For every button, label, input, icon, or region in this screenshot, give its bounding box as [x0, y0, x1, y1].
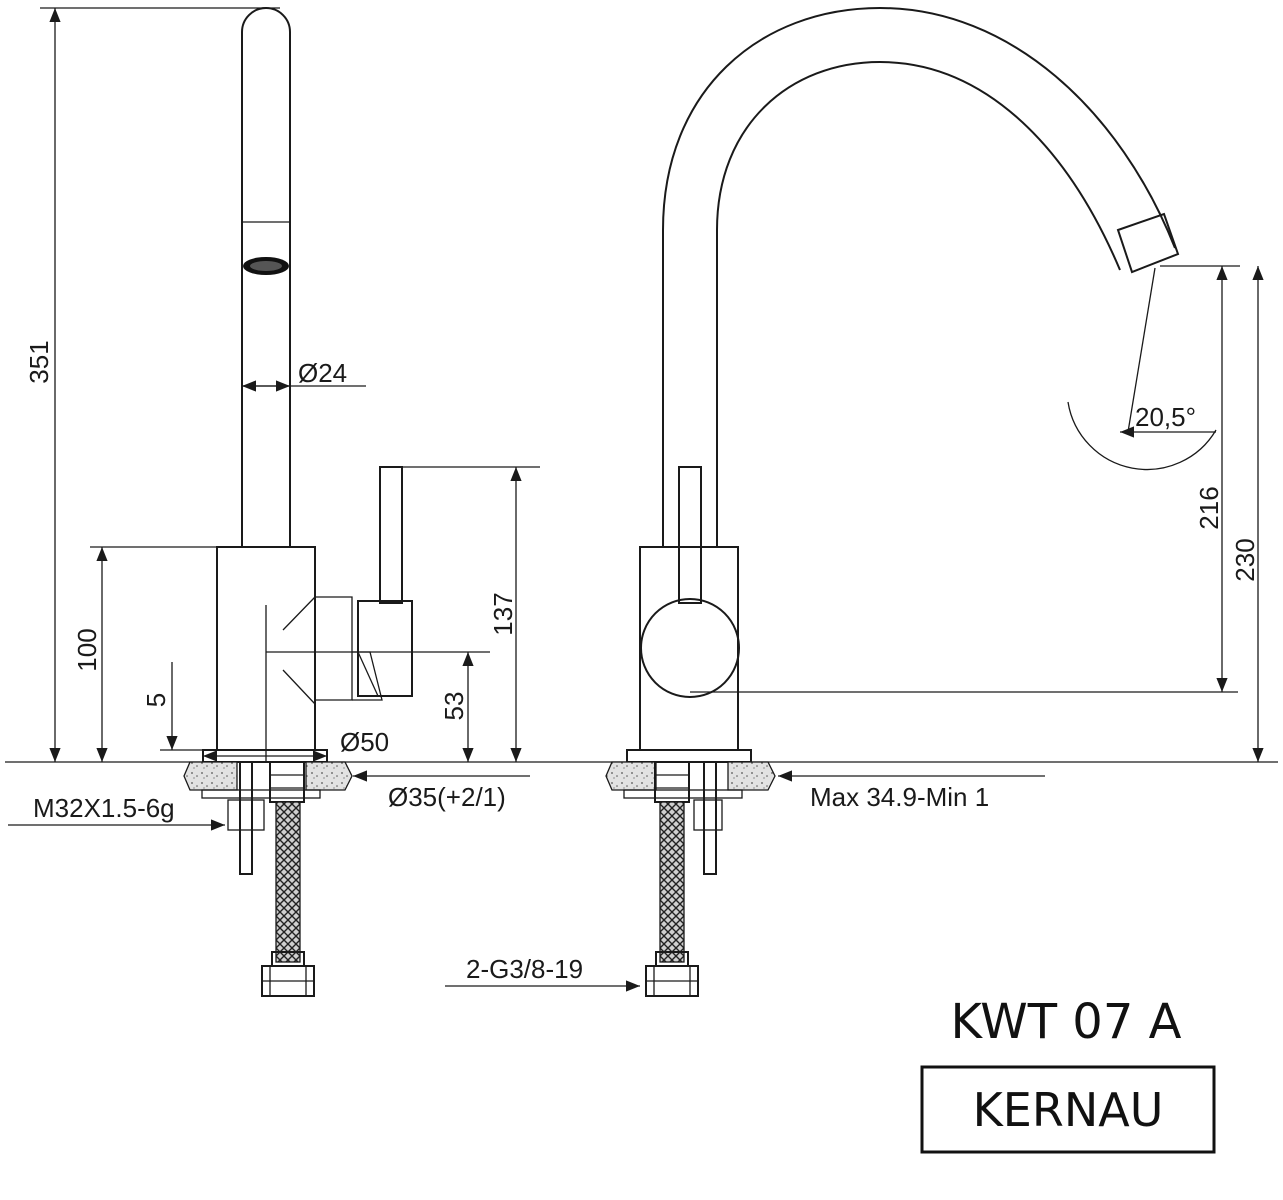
dim-body-height: 100: [72, 628, 102, 671]
lever-handle: [379, 466, 403, 604]
brand-frame: [920, 1065, 1216, 1154]
model-number: KWT 07 A: [951, 994, 1182, 1050]
cartridge-housing: [640, 598, 740, 698]
front-view: 20,5° 216 230 Max 34.9-Min 1 2-G3/8-19: [445, 6, 1264, 997]
dim-outlet-height: 216: [1194, 486, 1224, 529]
dim-spout-angle: 20,5°: [1135, 402, 1196, 432]
dim-countertop: Max 34.9-Min 1: [810, 782, 989, 812]
dim-base-offset: 5: [141, 693, 171, 707]
front-mixer-body: [639, 546, 739, 751]
dim-thread: M32X1.5-6g: [33, 793, 175, 823]
braided-hose: [275, 801, 301, 963]
dim-spout-diameter: Ø24: [298, 358, 347, 388]
dim-total-height: 351: [24, 340, 54, 383]
spout-aerator: [1116, 212, 1180, 274]
countertop-section-left: [183, 761, 238, 791]
dim-hole-diameter: Ø35(+2/1): [388, 782, 506, 812]
gooseneck-spout: [662, 6, 1176, 547]
dim-hose-connection: 2-G3/8-19: [466, 954, 583, 984]
dim-spout-height: 230: [1230, 538, 1260, 581]
brand-name: KERNAU: [973, 1083, 1164, 1137]
side-view: 351 Ø24 100 5 Ø50 137 53 Ø35(+2/1) M32X1…: [8, 7, 540, 997]
threaded-stud: [239, 761, 253, 875]
dim-base-diameter: Ø50: [340, 727, 389, 757]
dim-handle-height: 137: [488, 592, 518, 635]
spout-tube: [241, 7, 291, 547]
dim-handle-axis-height: 53: [439, 692, 469, 721]
